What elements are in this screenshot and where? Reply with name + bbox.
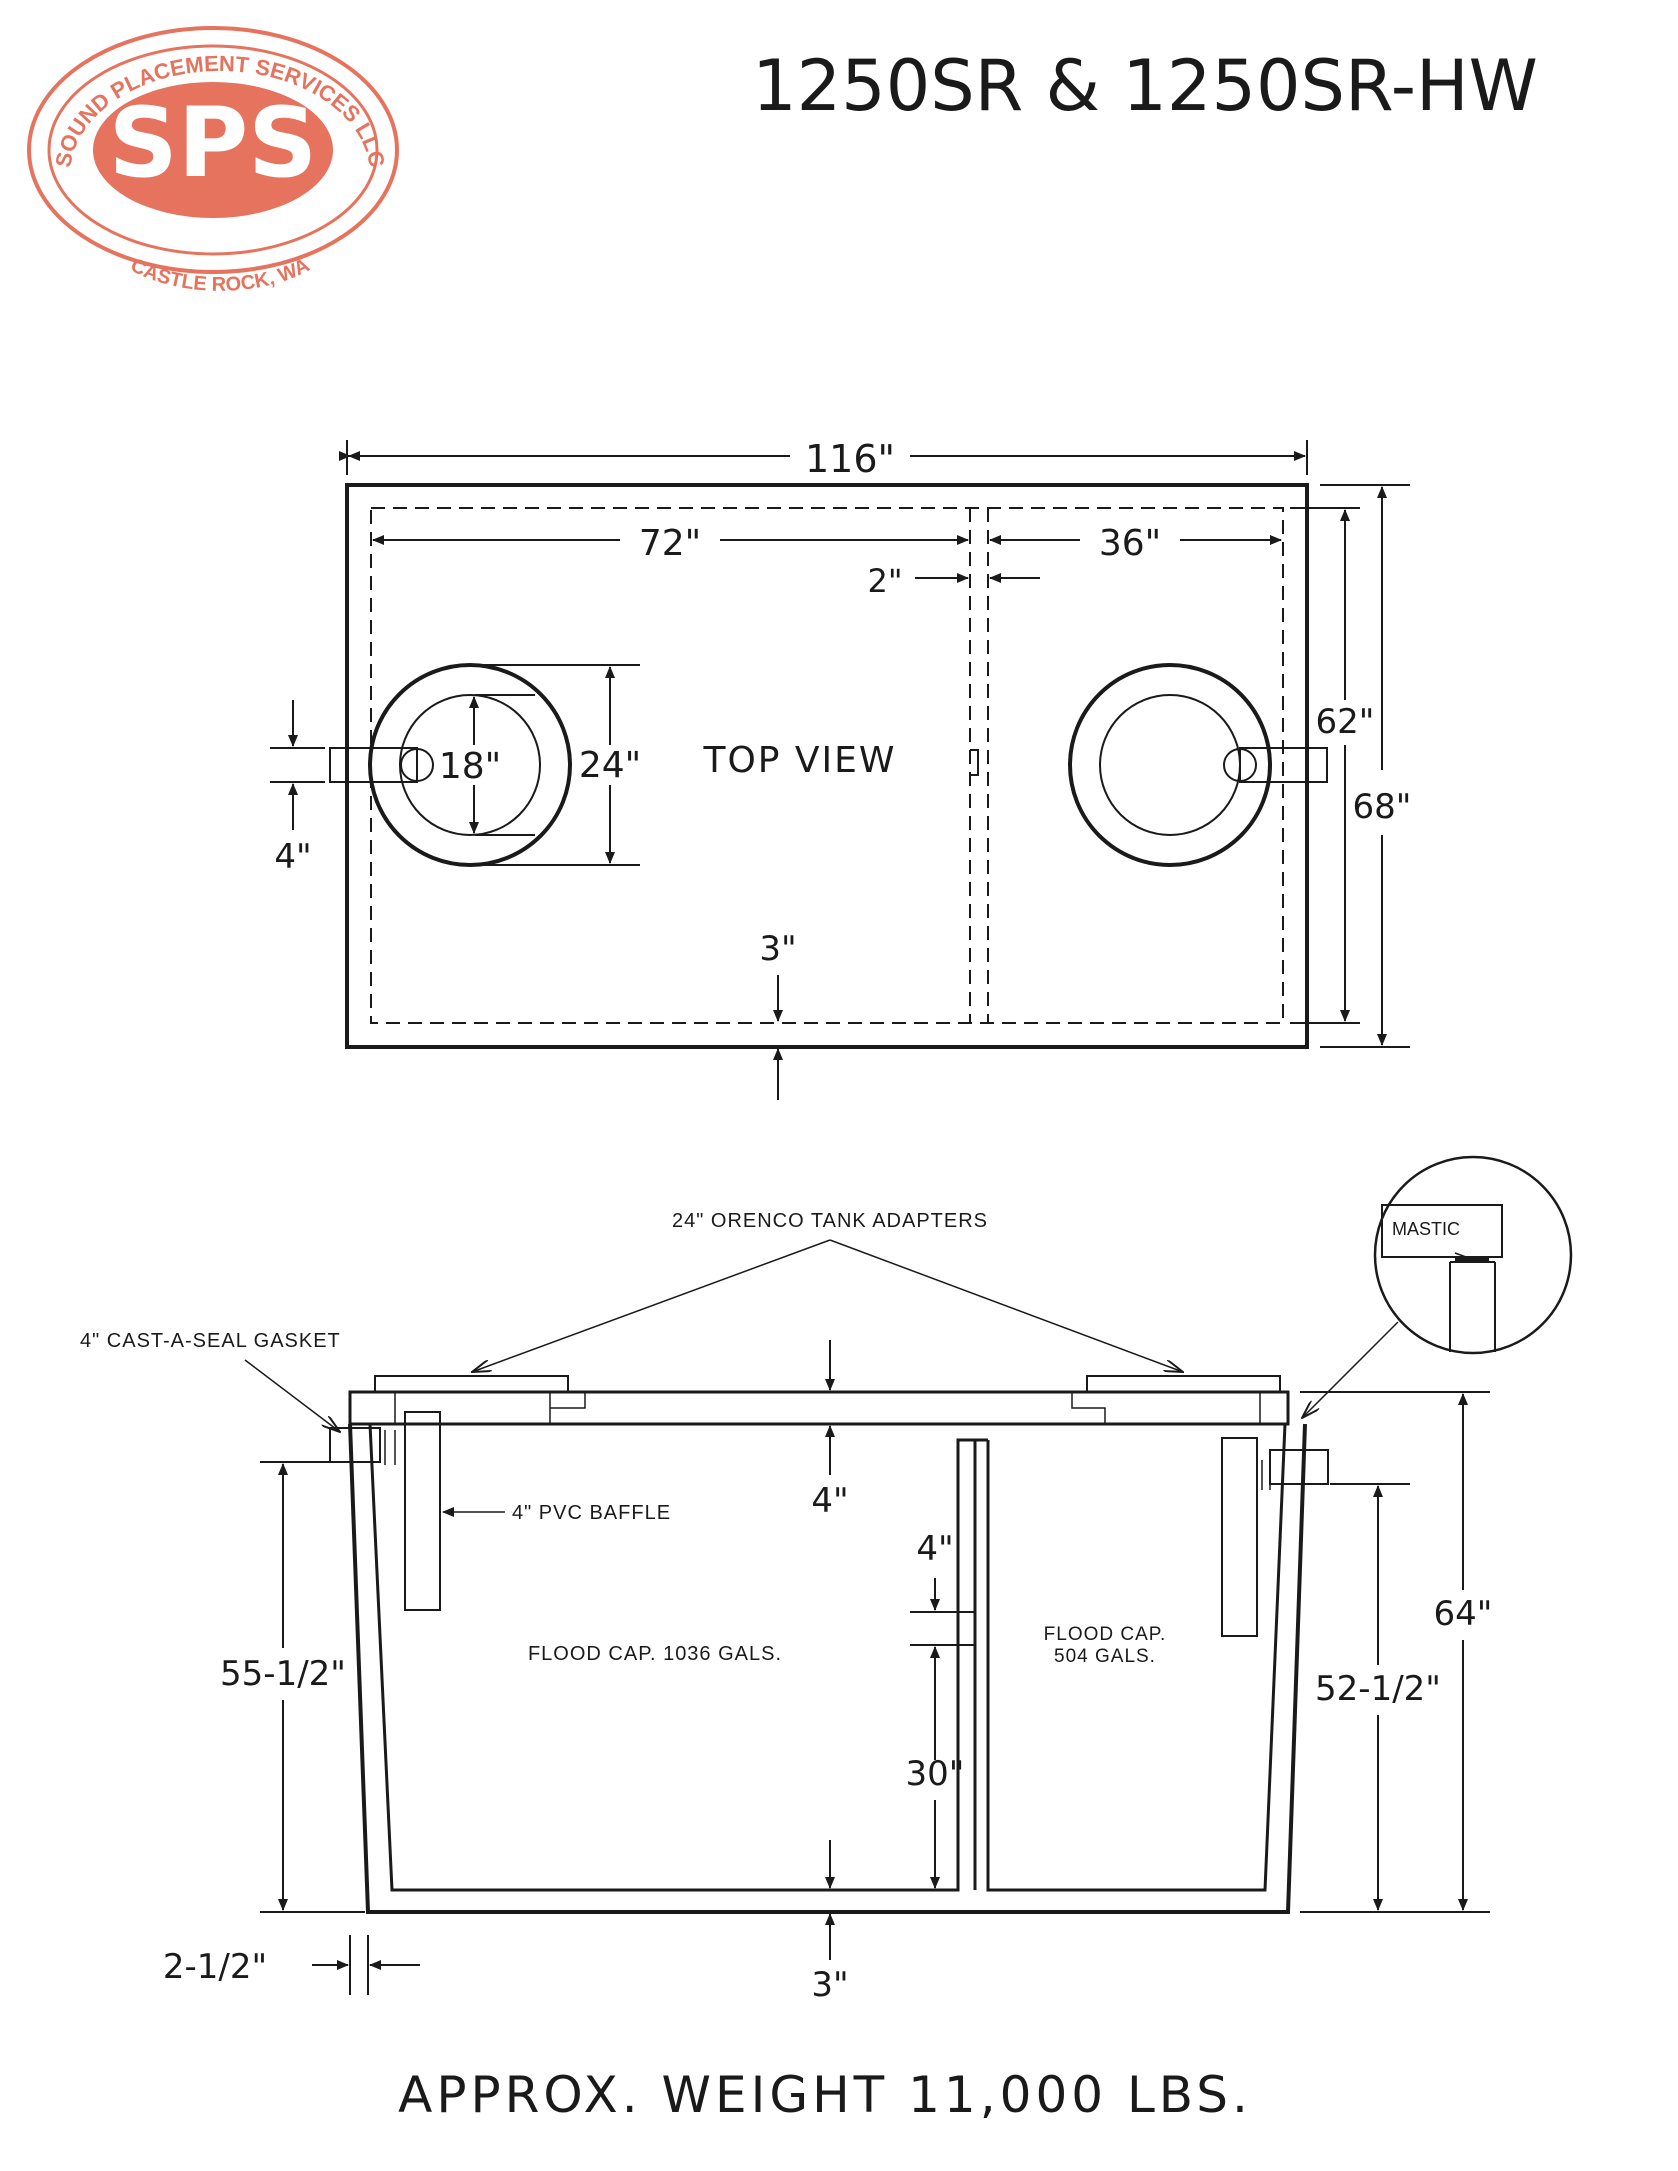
label-gasket: 4" CAST-A-SEAL GASKET <box>80 1330 341 1352</box>
dim-wall-height: 30" <box>906 1754 965 1794</box>
label-mastic: MASTIC <box>1392 1219 1460 1239</box>
label-flood-cap-2b: 504 GALS. <box>1054 1646 1156 1667</box>
riser-right-outer <box>1068 663 1272 867</box>
section-view: 24" ORENCO TANK ADAPTERS 4" CAST-A-SEAL … <box>80 1155 1573 2005</box>
dim-compartment-1: 72" <box>639 523 701 564</box>
dim-compartment-2: 36" <box>1099 523 1161 564</box>
dim-overall-width: 68" <box>1353 787 1412 827</box>
dim-outlet-height: 52-1/2" <box>1315 1669 1441 1709</box>
mastic-detail-wall <box>1449 1261 1496 1352</box>
dim-floor: 3" <box>811 1965 848 2005</box>
tank-inner-right <box>986 1423 1287 1892</box>
tank-inner-left <box>368 1423 977 1892</box>
dim-gasket-offset: 2-1/2" <box>163 1947 267 1987</box>
dim-divider: 2" <box>867 562 902 600</box>
top-view: 116" 72" 36" 2" 4" 18" 24" TOP VIEW <box>270 437 1411 1100</box>
dim-overall-height: 64" <box>1434 1594 1493 1634</box>
label-baffle: 4" PVC BAFFLE <box>512 1502 671 1524</box>
dim-wall-top-gap: 4" <box>916 1529 953 1569</box>
baffle-right <box>1221 1437 1258 1637</box>
inlet-pipe <box>329 1427 381 1463</box>
dim-inlet-height: 55-1/2" <box>220 1654 346 1694</box>
dim-overall-length: 116" <box>805 437 895 481</box>
tank-outline-top <box>345 483 1309 1049</box>
outlet-pipe-stub <box>1239 747 1328 783</box>
dim-lid: 4" <box>811 1481 848 1521</box>
label-flood-cap-2a: FLOOD CAP. <box>1044 1624 1167 1645</box>
label-flood-cap-1: FLOOD CAP. 1036 GALS. <box>528 1643 782 1665</box>
dim-inlet: 4" <box>274 837 311 877</box>
baffle-left <box>404 1411 441 1611</box>
top-view-label: TOP VIEW <box>702 740 896 781</box>
approx-weight-footer: APPROX. WEIGHT 11,000 LBS. <box>398 2066 1252 2124</box>
logo-initials: SPS <box>109 87 318 199</box>
tank-outer-wall <box>348 1423 1307 1914</box>
drawing-title: 1250SR & 1250SR-HW <box>752 45 1538 127</box>
company-logo: SPS SOUND PLACEMENT SERVICES LLC CASTLE … <box>27 26 399 296</box>
mastic-detail-circle <box>1373 1155 1573 1355</box>
adapter-right <box>1086 1375 1281 1392</box>
inlet-pipe-stub <box>329 747 418 783</box>
mastic-strip <box>1455 1256 1489 1262</box>
riser-right-inner <box>1099 694 1241 836</box>
outlet-pipe <box>1269 1449 1329 1485</box>
adapter-left <box>374 1375 569 1392</box>
mastic-detail-lid <box>1381 1204 1503 1258</box>
label-tank-adapters: 24" ORENCO TANK ADAPTERS <box>672 1210 988 1232</box>
riser-left-outer <box>368 663 572 867</box>
dim-wall-top: 3" <box>759 929 796 969</box>
dim-inner-riser: 18" <box>439 746 501 787</box>
tank-lid <box>348 1390 1290 1426</box>
dim-outer-riser: 24" <box>579 745 641 786</box>
dim-inside-width: 62" <box>1316 702 1375 742</box>
